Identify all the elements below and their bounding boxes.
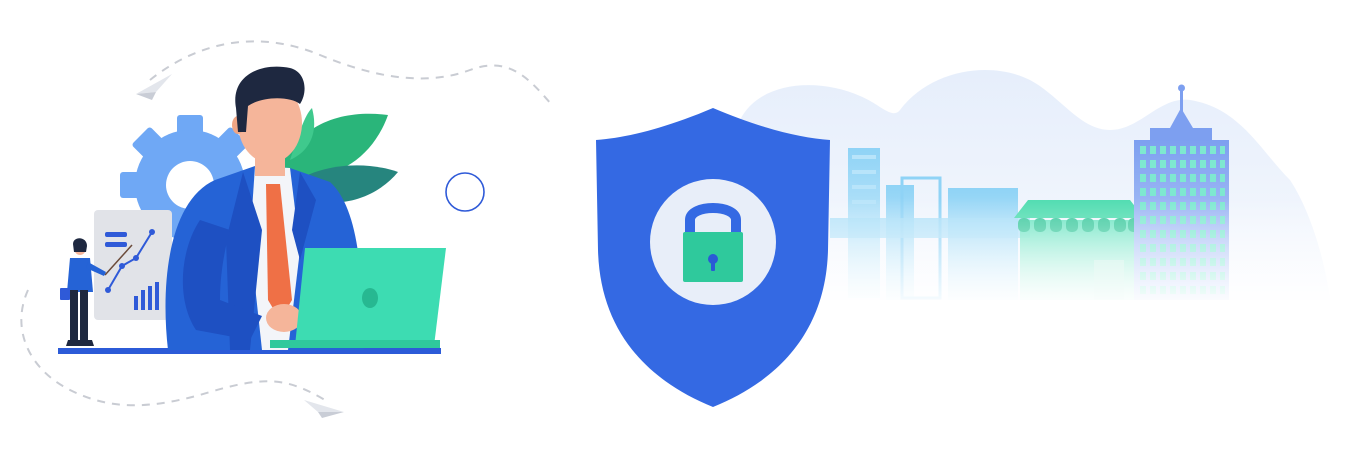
padlock-icon [683,203,743,282]
dashed-path-bottom [20,289,326,407]
presentation-board-icon [94,210,172,320]
shield-icon [596,108,830,407]
paper-plane-icon [304,400,344,418]
desk [58,348,441,354]
laptop-icon [270,248,446,348]
dashed-path-top [149,40,553,106]
paper-plane-icon [136,74,172,100]
city-fade [730,60,1350,310]
circle-decoration [445,172,485,212]
businessman-scene [20,40,553,418]
presenter-woman [60,238,106,346]
cityscape [730,60,1350,450]
